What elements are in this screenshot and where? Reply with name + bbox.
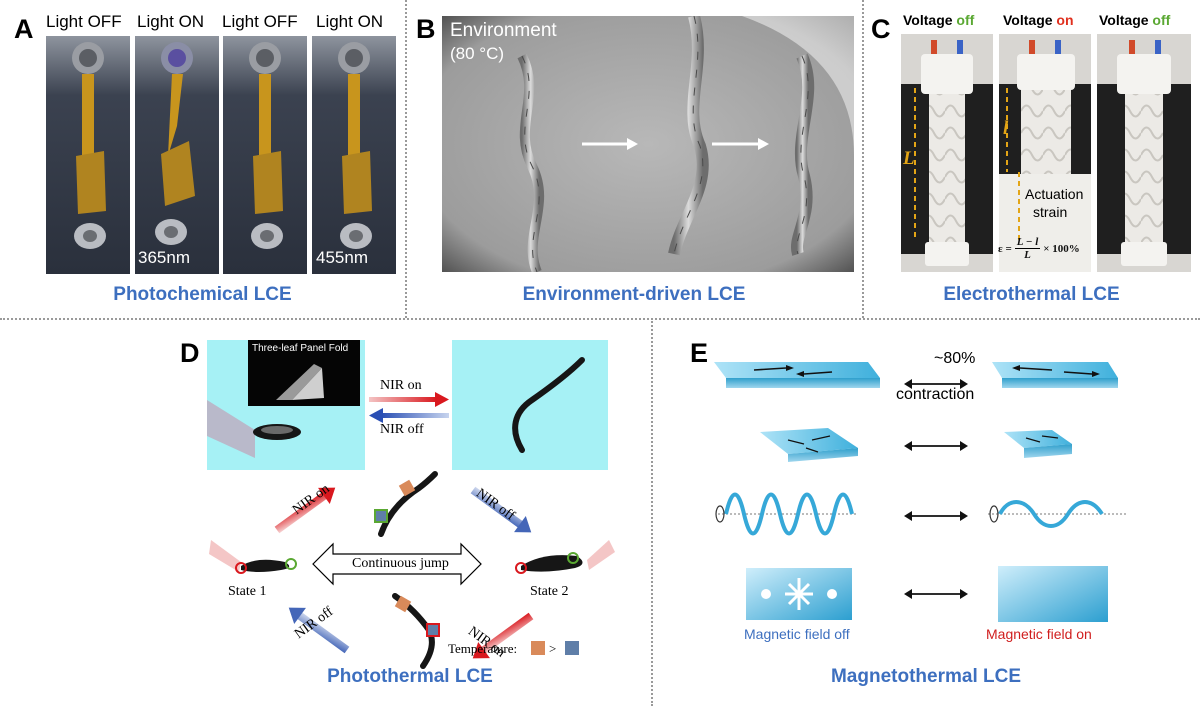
panel-a: A Light OFF Light ON Light OFF Light ON: [0, 0, 405, 318]
divider-d-e: [651, 318, 653, 706]
wavelength-455: 455nm: [316, 248, 368, 267]
formula-lhs: ε =: [998, 242, 1012, 255]
contraction-pct: ~80%: [934, 350, 976, 367]
voltage-header-3: Voltage off: [1099, 12, 1170, 28]
panel-d: D Three-leaf Panel Fold NIR on NIR off: [0, 320, 650, 706]
state-2-label: State 2: [530, 584, 569, 599]
helix-off: [715, 492, 858, 536]
panel-a-photos: [46, 36, 396, 274]
length-L-label: L: [903, 148, 915, 169]
frame-3-photo: [223, 36, 307, 274]
panel-b-photo: [442, 16, 854, 272]
temperature-compare: >: [549, 641, 557, 656]
helix-on: [988, 500, 1128, 528]
nir-off-top: NIR off: [380, 422, 424, 437]
flower-square-off: [746, 568, 852, 620]
formula-denominator: L: [1024, 249, 1031, 261]
formula-fraction: L − l L: [1014, 236, 1041, 261]
environment-label: Environment: [450, 20, 557, 41]
voltage-state-1: off: [956, 12, 975, 28]
panel-b: B Environment (80 °C) Environment-driven…: [406, 0, 862, 318]
flower-square-on: [998, 566, 1108, 622]
voltage-off-photo-2: [1097, 34, 1191, 272]
voltage-state-2: on: [1056, 12, 1074, 28]
panel-e: E: [652, 320, 1200, 706]
inset-fold-title: Three-leaf Panel Fold: [252, 343, 349, 354]
frame-3-label: Light OFF: [222, 12, 298, 31]
strain-label: strain: [1033, 204, 1068, 220]
arrow-right-icon: [712, 138, 769, 150]
voltage-header-2: Voltage on: [1003, 12, 1074, 28]
frame-4-label: Light ON: [316, 12, 384, 31]
state-photo-right: [452, 340, 608, 470]
voltage-word-1: Voltage: [903, 12, 953, 28]
nir-on-top: NIR on: [380, 378, 422, 393]
panel-c-photos: [901, 34, 1191, 272]
continuous-jump-label: Continuous jump: [352, 556, 449, 571]
environment-temp: (80 °C): [450, 44, 505, 63]
panel-c-caption: Electrothermal LCE: [943, 284, 1120, 305]
divider-a-b: [405, 0, 407, 318]
panel-e-letter: E: [690, 338, 709, 368]
voltage-off-photo-1: [901, 34, 993, 272]
panel-e-caption: Magnetothermal LCE: [830, 666, 1022, 687]
panel-c: C Voltage off Voltage on Voltage off: [863, 0, 1200, 318]
field-on-label: Magnetic field on: [986, 626, 1092, 642]
contraction-word: contraction: [896, 386, 975, 403]
panel-b-caption: Environment-driven LCE: [522, 284, 746, 305]
panel-e-diagram: [714, 362, 1128, 622]
strain-formula: ε = L − l L × 100%: [998, 236, 1080, 261]
jump-cycle-diagram: [209, 471, 615, 669]
long-slab-on: [992, 362, 1118, 388]
state-1-label: State 1: [228, 584, 267, 599]
voltage-word-2: Voltage: [1003, 12, 1053, 28]
square-slab-off: [760, 428, 858, 462]
wavelength-365: 365nm: [138, 248, 190, 267]
square-slab-on: [1004, 430, 1072, 458]
frame-1-photo: [46, 36, 130, 274]
frame-4-photo: [312, 36, 396, 274]
voltage-header-1: Voltage off: [903, 12, 974, 28]
panel-b-letter: B: [416, 14, 436, 44]
voltage-on-photo: [999, 34, 1091, 272]
fold-shape: [276, 364, 324, 400]
voltage-word-3: Voltage: [1099, 12, 1149, 28]
voltage-state-3: off: [1152, 12, 1171, 28]
frame-2-label: Light ON: [137, 12, 205, 31]
length-l-label: l: [1003, 118, 1009, 139]
actuation-label: Actuation: [1025, 186, 1084, 202]
divider-b-c: [862, 0, 864, 318]
panel-c-letter: C: [871, 14, 891, 44]
nir-arrows-top: [369, 392, 449, 423]
frame-2-photo: [135, 36, 219, 274]
row-divider: [0, 318, 1200, 320]
field-off-label: Magnetic field off: [744, 626, 850, 642]
formula-rhs: × 100%: [1043, 242, 1080, 255]
panel-d-caption: Photothermal LCE: [327, 666, 493, 687]
arrow-right-icon: [582, 138, 638, 150]
panel-a-letter: A: [14, 14, 34, 44]
frame-1-label: Light OFF: [46, 12, 122, 31]
formula-numerator: L − l: [1014, 236, 1041, 249]
panel-d-letter: D: [180, 338, 200, 368]
long-slab-off: [714, 362, 880, 388]
panel-a-caption: Photochemical LCE: [113, 284, 292, 305]
temperature-label: Temperature:: [448, 641, 518, 656]
inset-fold: Three-leaf Panel Fold: [248, 340, 360, 406]
